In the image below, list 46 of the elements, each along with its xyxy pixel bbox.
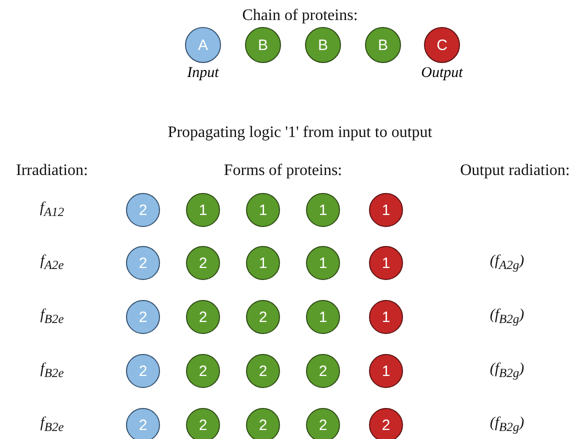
protein-circle: 1	[306, 300, 340, 334]
protein-circle: 1	[306, 246, 340, 280]
protein-circle: 1	[369, 246, 403, 280]
column-heading: Output radiation:	[460, 162, 570, 180]
output-radiation-label: (f$_{A2g}$)	[490, 253, 524, 273]
protein-circle: B	[305, 27, 341, 63]
protein-circle: 1	[186, 193, 220, 227]
output-radiation-label: (f$_{B2g}$)	[490, 361, 524, 381]
irradiation-label: f$_{B2e}$	[40, 361, 64, 381]
protein-circle: 1	[369, 354, 403, 388]
protein-circle: 2	[306, 354, 340, 388]
protein-circle: 2	[369, 408, 403, 439]
node-label: Output	[421, 65, 463, 82]
heading: Propagating logic '1' from input to output	[168, 124, 432, 142]
protein-circle: 1	[246, 246, 280, 280]
protein-circle: 1	[246, 193, 280, 227]
irradiation-label: f$_{A2e}$	[40, 253, 64, 273]
protein-circle: 2	[126, 408, 160, 439]
heading: Chain of proteins:	[242, 7, 358, 25]
protein-circle: 2	[126, 300, 160, 334]
protein-circle: 2	[186, 408, 220, 439]
irradiation-label: f$_{A12}$	[40, 200, 64, 220]
protein-circle: 2	[246, 354, 280, 388]
protein-circle: 2	[126, 246, 160, 280]
protein-circle: 1	[306, 193, 340, 227]
protein-circle: 1	[369, 300, 403, 334]
protein-circle: 2	[246, 408, 280, 439]
protein-circle: A	[185, 27, 221, 63]
protein-circle: 2	[246, 300, 280, 334]
protein-circle: 2	[186, 354, 220, 388]
protein-circle: B	[365, 27, 401, 63]
irradiation-label: f$_{B2e}$	[40, 415, 64, 435]
protein-circle: 2	[126, 193, 160, 227]
output-radiation-label: (f$_{B2g}$)	[490, 415, 524, 435]
column-heading: Irradiation:	[16, 162, 88, 180]
protein-circle: 2	[186, 300, 220, 334]
protein-circle: 2	[126, 354, 160, 388]
protein-circle: C	[424, 27, 460, 63]
protein-circle: 1	[369, 193, 403, 227]
output-radiation-label: (f$_{B2g}$)	[490, 307, 524, 327]
irradiation-label: f$_{B2e}$	[40, 307, 64, 327]
protein-circle: B	[245, 27, 281, 63]
protein-circle: 2	[306, 408, 340, 439]
protein-circle: 2	[186, 246, 220, 280]
column-heading: Forms of proteins:	[224, 162, 342, 180]
node-label: Input	[187, 65, 219, 82]
